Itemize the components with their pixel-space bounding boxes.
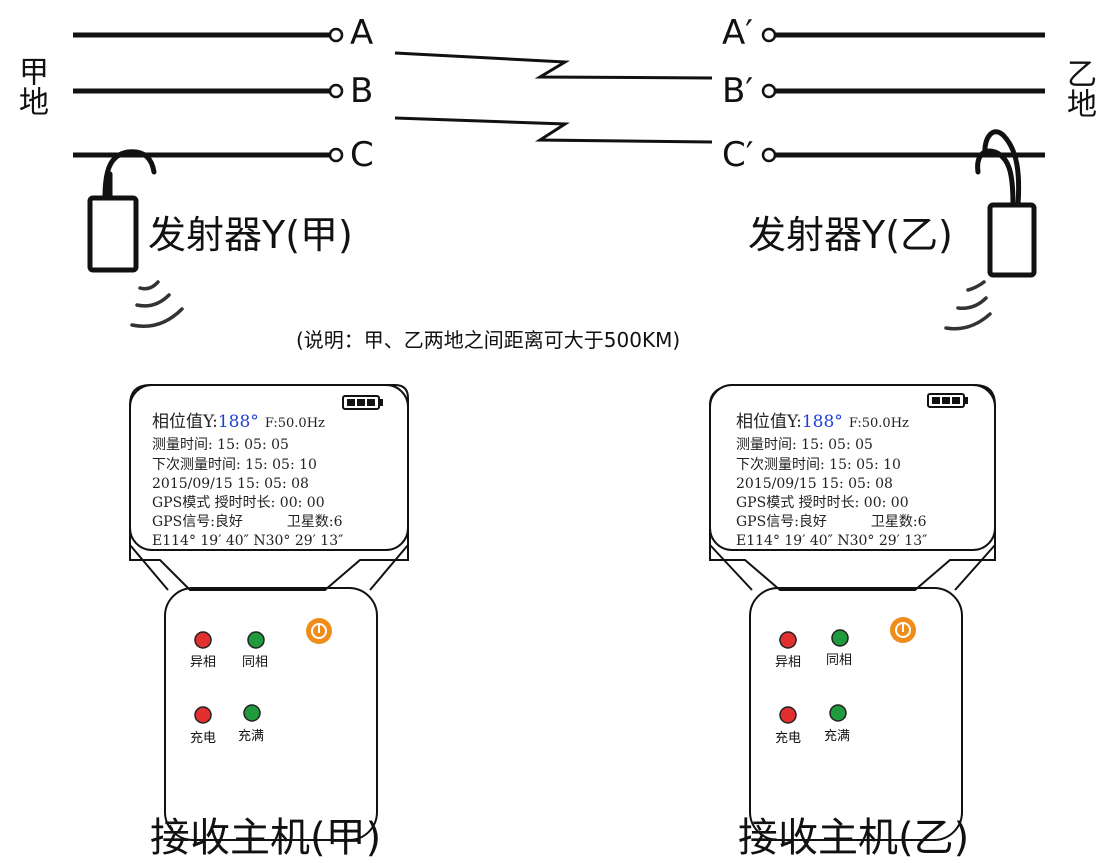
terminal-a-node xyxy=(328,27,344,43)
site-left-label: 甲地 xyxy=(13,56,48,116)
terminal-a-label: A xyxy=(350,13,374,53)
transmitter-box-right xyxy=(987,202,1037,278)
led-label-full: 充满 xyxy=(824,729,851,744)
led-full-right xyxy=(829,704,847,722)
led-label-out-of-phase: 异相 xyxy=(775,655,802,670)
terminal-a-prime-label: A′ xyxy=(722,13,753,53)
led-charging-left xyxy=(194,706,212,724)
signal-waves-left xyxy=(130,280,184,328)
led-label-out-of-phase: 异相 xyxy=(190,655,217,670)
clamp-hook-right xyxy=(975,148,1016,208)
led-in-phase-right xyxy=(831,629,849,647)
transmitter-box-left xyxy=(87,195,139,273)
led-in-phase-left xyxy=(247,631,265,649)
terminal-b-prime-label: B′ xyxy=(722,71,754,111)
phase-label: 相位值Y: xyxy=(152,412,218,432)
gps-signal: GPS信号:良好 xyxy=(152,514,243,530)
satellites: 卫星数:6 xyxy=(870,514,927,530)
coordinates: E114° 19′ 40″ N30° 29′ 13″ xyxy=(152,533,344,549)
gps-signal-row: GPS信号:良好 卫星数:6 xyxy=(736,515,927,529)
terminal-c-label: C xyxy=(350,135,374,175)
phase-row: 相位值Y:188° F:50.0Hz xyxy=(736,414,909,431)
satellites: 卫星数:6 xyxy=(286,514,343,530)
led-label-in-phase: 同相 xyxy=(826,653,853,668)
power-icon xyxy=(306,618,332,644)
receiver-screen-right xyxy=(709,384,996,551)
receiver-left-label: 接收主机(甲) xyxy=(150,815,382,861)
next-measure-time: 下次测量时间: 15: 05: 10 xyxy=(152,457,317,473)
gps-signal-row: GPS信号:良好 卫星数:6 xyxy=(152,515,343,529)
phase-label: 相位值Y: xyxy=(736,412,802,432)
gps-signal: GPS信号:良好 xyxy=(736,514,827,530)
terminal-b-label: B xyxy=(350,71,374,111)
power-icon xyxy=(890,617,916,643)
terminal-b-prime-node xyxy=(761,83,777,99)
led-out-of-phase-right xyxy=(779,631,797,649)
coordinates: E114° 19′ 40″ N30° 29′ 13″ xyxy=(736,533,928,549)
phase-value: 188° xyxy=(801,412,843,432)
led-label-full: 充满 xyxy=(238,729,265,744)
phase-row: 相位值Y:188° F:50.0Hz xyxy=(152,414,325,431)
datetime: 2015/09/15 15: 05: 08 xyxy=(152,476,309,492)
led-full-left xyxy=(243,704,261,722)
site-right-label: 乙地 xyxy=(1061,58,1096,118)
receiver-body-left xyxy=(129,384,409,841)
transmitter-right-label: 发射器Y(乙) xyxy=(748,213,953,257)
gps-mode: GPS模式 授时时长: 00: 00 xyxy=(736,495,909,511)
lcd-left: 相位值Y:188° F:50.0Hz 测量时间: 15: 05: 05 下次测量时… xyxy=(152,410,397,550)
led-label-charging: 充电 xyxy=(190,731,217,746)
battery-icon xyxy=(927,393,968,408)
transmitter-left-label: 发射器Y(甲) xyxy=(148,213,353,257)
gps-mode: GPS模式 授时时长: 00: 00 xyxy=(152,495,325,511)
led-out-of-phase-left xyxy=(194,631,212,649)
measure-time: 测量时间: 15: 05: 05 xyxy=(736,437,873,453)
phase-value: 188° xyxy=(217,412,259,432)
battery-icon xyxy=(342,395,383,410)
frequency: F:50.0Hz xyxy=(848,416,909,431)
terminal-c-prime-node xyxy=(761,147,777,163)
terminal-c-node xyxy=(328,147,344,163)
datetime: 2015/09/15 15: 05: 08 xyxy=(736,476,893,492)
frequency: F:50.0Hz xyxy=(264,416,325,431)
led-label-in-phase: 同相 xyxy=(242,655,269,670)
led-charging-right xyxy=(779,706,797,724)
distance-note: (说明：甲、乙两地之间距离可大于500KM) xyxy=(296,328,681,352)
long-distance-link-b xyxy=(394,51,713,80)
lcd-right: 相位值Y:188° F:50.0Hz 测量时间: 15: 05: 05 下次测量时… xyxy=(736,410,986,550)
terminal-c-prime-label: C′ xyxy=(722,135,754,175)
receiver-screen-left xyxy=(129,384,409,551)
receiver-right-label: 接收主机(乙) xyxy=(738,815,970,861)
measure-time: 测量时间: 15: 05: 05 xyxy=(152,437,289,453)
next-measure-time: 下次测量时间: 15: 05: 10 xyxy=(736,457,901,473)
led-label-charging: 充电 xyxy=(775,731,802,746)
clamp-hook-left xyxy=(102,149,157,201)
terminal-a-prime-node xyxy=(761,27,777,43)
terminal-b-node xyxy=(328,83,344,99)
long-distance-link-c xyxy=(394,116,713,144)
signal-waves-right xyxy=(944,280,992,331)
